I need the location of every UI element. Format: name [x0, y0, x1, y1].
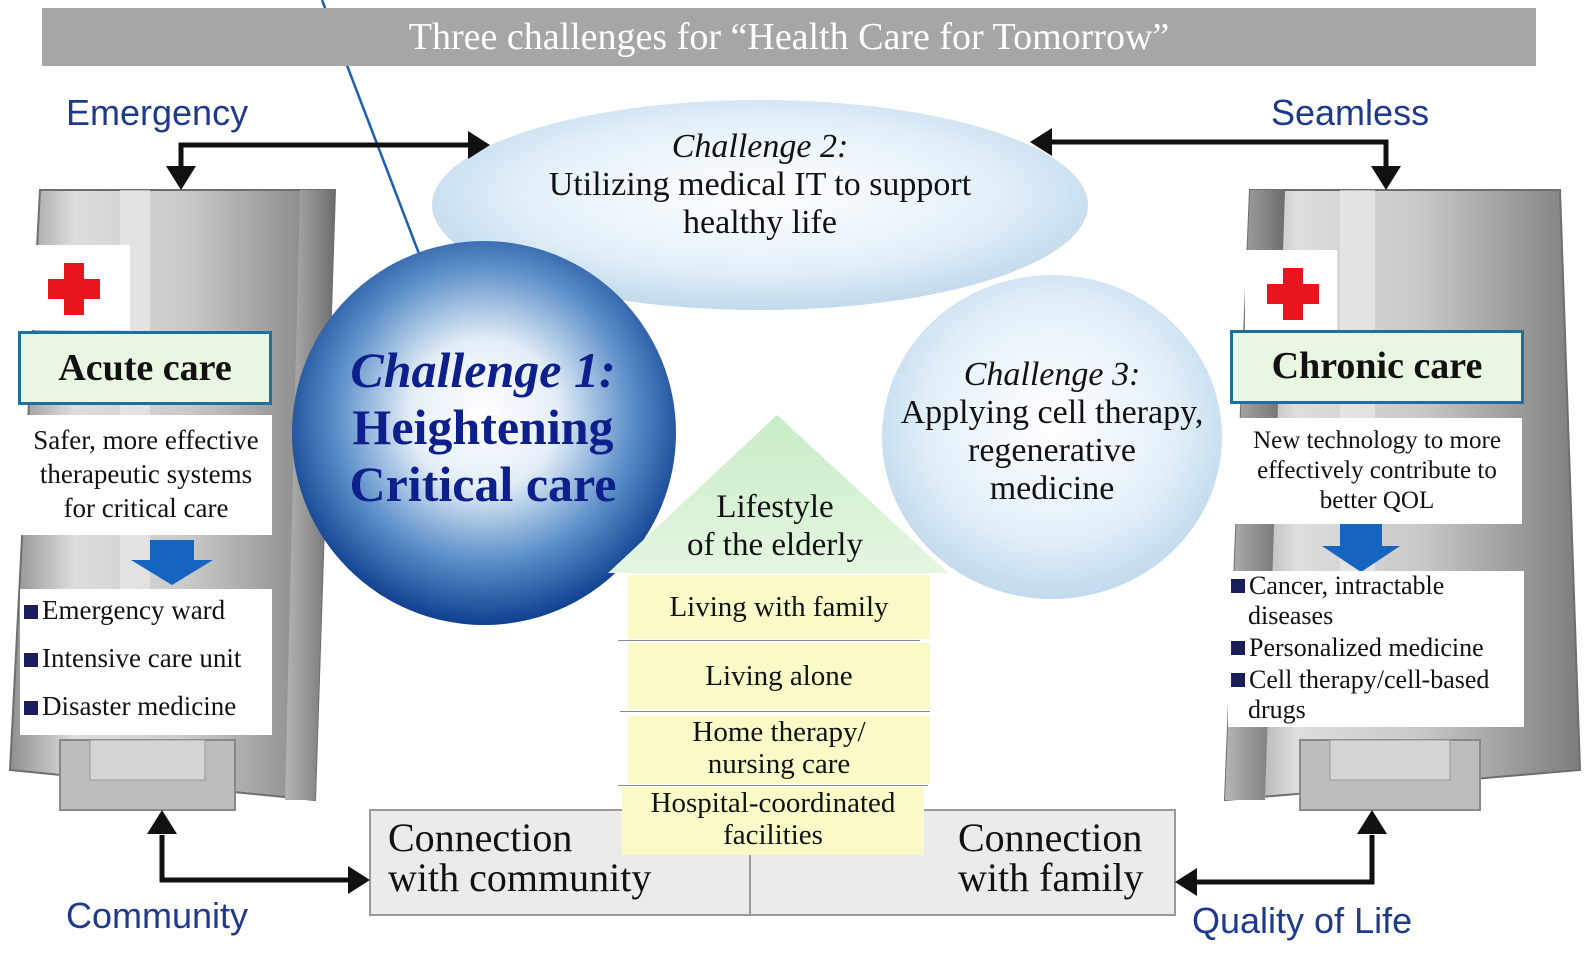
challenge3-text: Challenge 3: Applying cell therapy, rege…: [882, 356, 1222, 508]
house-divider: [620, 711, 930, 712]
acute-description-line: for critical care: [63, 493, 229, 523]
challenge2-ellipse: [432, 100, 1088, 310]
roof-line: of the elderly: [687, 527, 863, 563]
list-item-continuation: diseases: [1248, 601, 1334, 630]
community-label: Community: [66, 895, 249, 936]
list-item-text: Emergency ward: [42, 595, 226, 625]
list-item: Disaster medicine: [24, 691, 236, 722]
challenge1-circle: [292, 241, 676, 625]
list-item: Emergency ward: [24, 595, 225, 626]
seamless-connector-arrow: [1030, 128, 1401, 190]
challenge2-heading: Challenge 2:: [671, 128, 849, 165]
community-connector-arrow: [147, 810, 370, 894]
chronic-description-line: better QOL: [1319, 487, 1435, 514]
house-row-line: nursing care: [707, 748, 851, 780]
quality-of-life-label: Quality of Life: [1192, 900, 1413, 941]
bullet-square-icon: [1231, 673, 1245, 687]
bullet-square-icon: [1231, 579, 1245, 593]
house-row-line: facilities: [723, 819, 823, 851]
house-row: Living with family: [628, 575, 930, 639]
chronic-care-description: New technology to more effectively contr…: [1232, 418, 1522, 524]
house-row: Living alone: [628, 643, 930, 709]
house-row-line: Home therapy/: [692, 716, 866, 748]
chronic-care-title: Chronic care: [1230, 330, 1524, 404]
house-row: Home therapy/ nursing care: [628, 716, 930, 784]
left-red-cross-icon: [48, 263, 100, 315]
list-item: Intensive care unit: [24, 643, 241, 674]
connection-line: Connection: [388, 815, 573, 860]
acute-description-line: therapeutic systems: [39, 459, 253, 489]
list-item-text: Disaster medicine: [42, 691, 237, 721]
list-item-text: Cancer, intractable: [1249, 571, 1445, 600]
list-item-text: Cell therapy/cell-based: [1249, 665, 1490, 694]
house-divider: [618, 785, 928, 786]
connection-family-text: Connection with family: [958, 818, 1144, 898]
chronic-description-line: New technology to more: [1253, 427, 1501, 454]
connection-community-text: Connection with community: [388, 818, 651, 898]
chronic-care-list: Cancer, intractable diseases Personalize…: [1228, 571, 1524, 727]
quality-connector-arrow: [1175, 810, 1387, 896]
acute-care-description: Safer, more effective therapeutic system…: [20, 415, 272, 535]
bullet-square-icon: [24, 701, 38, 715]
challenge3-line: Applying cell therapy,: [900, 394, 1204, 431]
bullet-square-icon: [1231, 641, 1245, 655]
bullet-square-icon: [24, 653, 38, 667]
house-row-line: Hospital-coordinated: [650, 787, 896, 819]
challenge3-circle: [882, 275, 1222, 599]
connection-line: Connection: [958, 815, 1143, 860]
emergency-label: Emergency: [66, 92, 249, 133]
right-down-arrow-icon: [1322, 523, 1400, 572]
left-down-arrow-icon: [131, 540, 213, 585]
acute-care-list: Emergency ward Intensive care unit Disas…: [20, 589, 272, 735]
acute-description-line: Safer, more effective: [33, 425, 259, 455]
house-divider: [618, 640, 920, 641]
chronic-description-line: effectively contribute to: [1257, 457, 1497, 484]
roof-line: Lifestyle: [716, 489, 834, 525]
challenge1-line: Critical care: [349, 456, 617, 512]
emergency-connector-arrow: [166, 131, 490, 190]
list-item-continuation: drugs: [1248, 695, 1306, 724]
challenge3-line: medicine: [989, 470, 1115, 507]
house-roof: [608, 415, 948, 573]
connection-line: with community: [388, 855, 652, 900]
challenge3-heading: Challenge 3:: [963, 356, 1141, 393]
challenge1-heading: Challenge 1:: [350, 342, 616, 398]
challenge1-text: Challenge 1: Heightening Critical care: [300, 342, 666, 513]
list-item: Cancer, intractable: [1231, 571, 1444, 601]
acute-care-title: Acute care: [18, 331, 272, 405]
list-item-text: Intensive care unit: [42, 643, 242, 673]
challenge2-line: Utilizing medical IT to support: [548, 166, 972, 203]
seamless-label: Seamless: [1271, 92, 1430, 133]
house-row: Hospital-coordinated facilities: [622, 787, 924, 855]
challenge1-line: Heightening: [352, 399, 614, 455]
connection-line: with family: [958, 855, 1144, 900]
challenge2-text: Challenge 2: Utilizing medical IT to sup…: [432, 128, 1088, 242]
challenge2-line: healthy life: [683, 204, 837, 241]
right-red-cross-icon: [1267, 268, 1319, 320]
list-item: Cell therapy/cell-based: [1231, 665, 1489, 695]
bullet-square-icon: [24, 605, 38, 619]
diagram-title: Three challenges for “Health Care for To…: [42, 8, 1536, 66]
list-item: Personalized medicine: [1231, 633, 1484, 663]
house-roof-text: Lifestyle of the elderly: [640, 488, 910, 564]
challenge3-line: regenerative: [968, 432, 1136, 469]
list-item-text: Personalized medicine: [1249, 633, 1484, 662]
